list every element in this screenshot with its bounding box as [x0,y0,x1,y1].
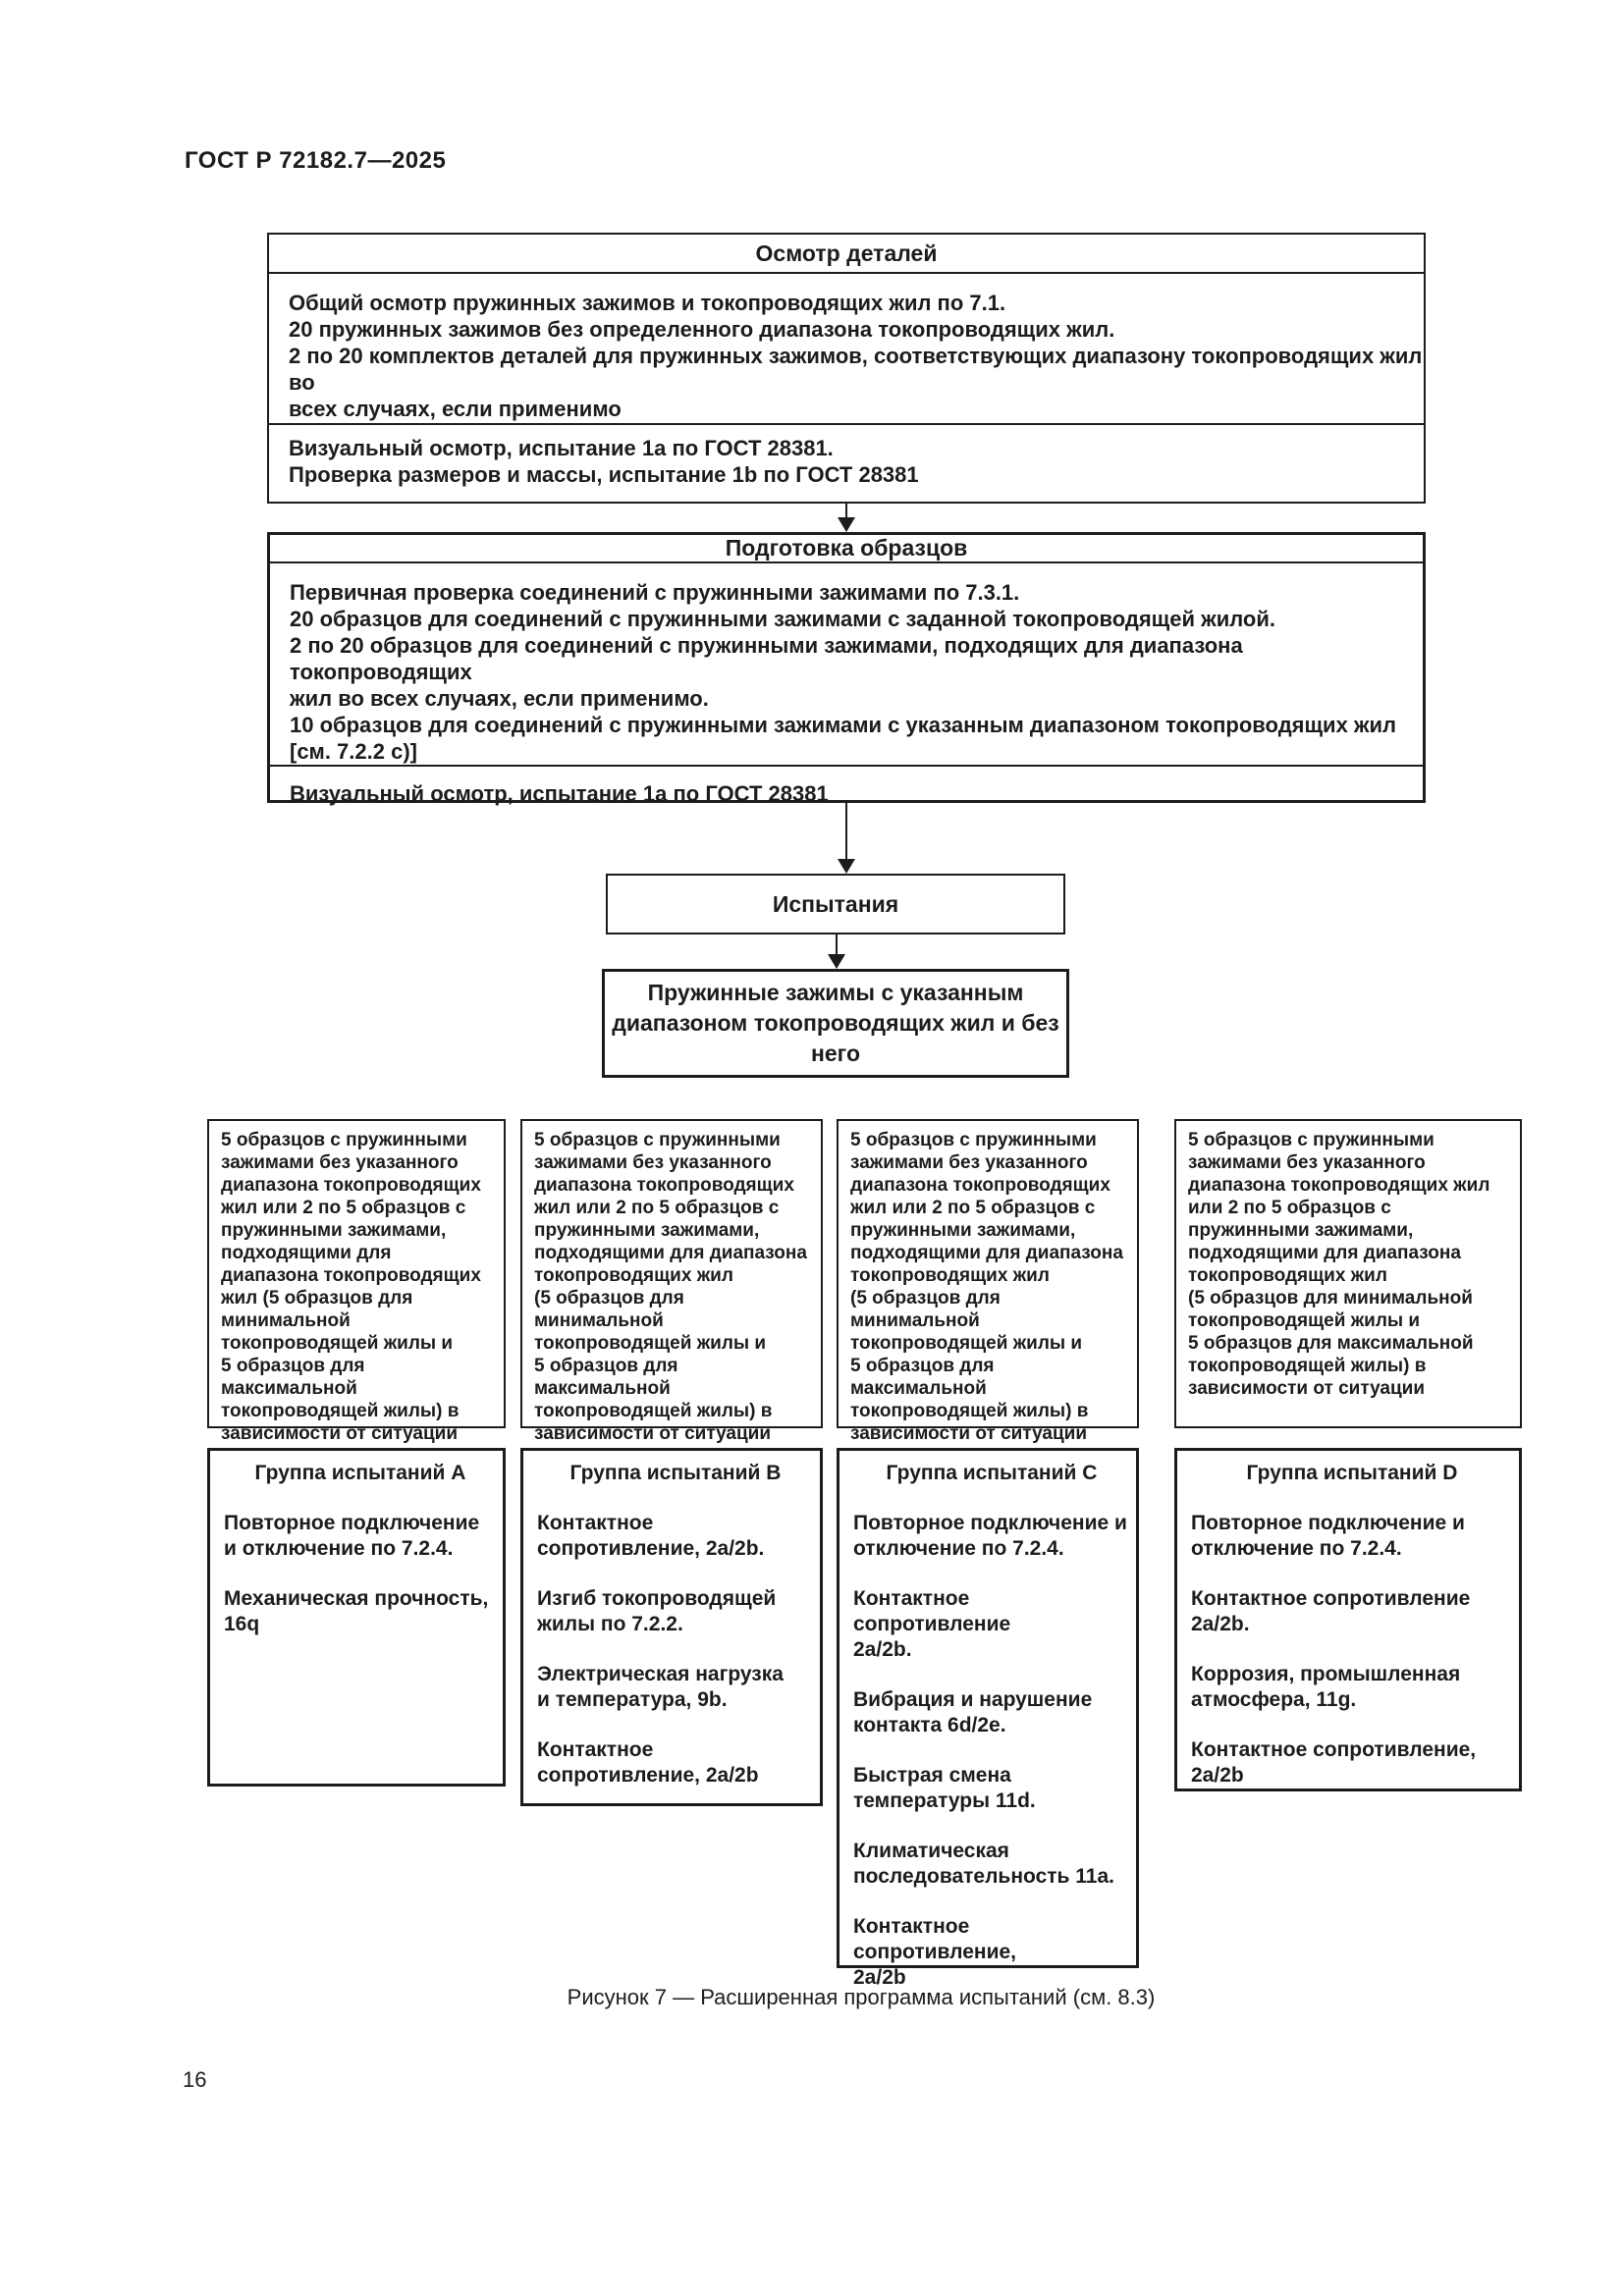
test-group-d-title: Группа испытаний D [1246,1462,1458,1484]
sample-box-4: 5 образцов с пружинными зажимами без ука… [1174,1119,1522,1428]
clamps-scope-box: Пружинные зажимы с указанным диапазоном … [602,969,1069,1078]
test-group-b-item: Контактное сопротивление, 2a/2b. [537,1512,765,1560]
test-group-a-item: Повторное подключение и отключение по 7.… [224,1512,480,1560]
test-group-c-box: Группа испытаний С Повторное подключение… [837,1448,1139,1989]
test-group-c-item: Контактное сопротивление, 2a/2b [853,1915,1017,1989]
sample-box-1: 5 образцов с пружинными зажимами без ука… [207,1119,506,1444]
test-group-c-title: Группа испытаний С [886,1462,1098,1484]
test-group-d-box: Группа испытаний D Повторное подключение… [1174,1448,1522,1791]
figure-caption: Рисунок 7 — Расширенная программа испыта… [567,1985,1156,2009]
test-group-b-box: Группа испытаний В Контактное сопротивле… [520,1448,823,1806]
test-group-c-item: Вибрация и нарушение контакта 6d/2e. [853,1688,1093,1736]
test-group-a-box: Группа испытаний А Повторное подключение… [207,1448,506,1787]
test-group-d-item: Контактное сопротивление, 2a/2b [1191,1738,1477,1787]
sample-box-3: 5 образцов с пружинными зажимами без ука… [837,1119,1139,1444]
flow-connector-line [845,803,847,860]
test-group-b-item: Изгиб токопроводящей жилы по 7.2.2. [537,1587,777,1635]
flow-connector-line [845,504,847,519]
inspection-box: Осмотр деталей Общий осмотр пружинных за… [267,233,1426,504]
test-group-b-item: Контактное сопротивление, 2a/2b [537,1738,759,1787]
inspection-box-title: Осмотр деталей [269,235,1424,274]
inspection-box-footer: Визуальный осмотр, испытание 1а по ГОСТ … [289,436,919,487]
preparation-box-body: Первичная проверка соединений с пружинны… [270,563,1423,767]
tests-box: Испытания [606,874,1065,934]
test-group-b-title: Группа испытаний В [569,1462,782,1484]
test-group-c-item: Повторное подключение и отключение по 7.… [853,1512,1127,1560]
test-group-b-item: Электрическая нагрузка и температура, 9b… [537,1663,784,1711]
preparation-box-footer: Визуальный осмотр, испытание 1а по ГОСТ … [290,781,829,806]
test-group-d-item: Контактное сопротивление 2a/2b. [1191,1587,1471,1635]
preparation-box: Подготовка образцов Первичная проверка с… [267,532,1426,806]
arrow-down-icon [838,859,855,874]
test-group-a-item: Механическая прочность, 16q [224,1587,489,1635]
test-group-d-item: Повторное подключение и отключение по 7.… [1191,1512,1465,1560]
preparation-box-title: Подготовка образцов [270,535,1423,563]
test-group-a-title: Группа испытаний А [254,1462,466,1484]
test-group-c-item: Контактное сопротивление 2a/2b. [853,1587,1011,1661]
flow-connector-line [836,934,838,955]
inspection-box-body: Общий осмотр пружинных зажимов и токопро… [269,274,1424,425]
test-group-c-item: Быстрая смена температуры 11d. [853,1764,1036,1812]
test-group-c-item: Климатическая последовательность 11a. [853,1840,1114,1888]
page-number: 16 [183,2067,207,2092]
sample-box-2: 5 образцов с пружинными зажимами без ука… [520,1119,823,1444]
test-group-d-item: Коррозия, промышленная атмосфера, 11g. [1191,1663,1461,1711]
arrow-down-icon [838,517,855,532]
arrow-down-icon [828,954,845,969]
standard-number-header: ГОСТ Р 72182.7—2025 [185,147,447,174]
